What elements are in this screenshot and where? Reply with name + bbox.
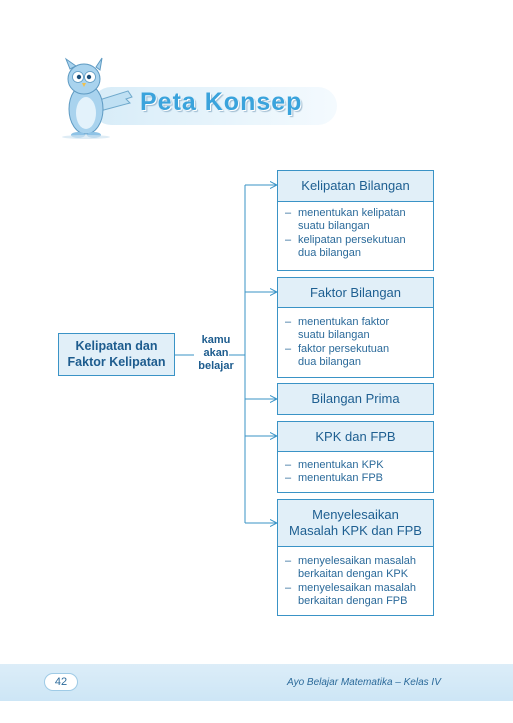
topic-title: Faktor Bilangan — [309, 285, 402, 300]
dash-marker: – — [285, 581, 292, 594]
root-line-1: Kelipatan dan — [75, 339, 158, 353]
topic-title: Bilangan Prima — [311, 391, 400, 406]
topic-header: Kelipatan Bilangan — [277, 170, 434, 202]
topic-header: Faktor Bilangan — [277, 277, 434, 308]
topic-title: Kelipatan Bilangan — [301, 178, 410, 193]
list-item: –menentukan FPB — [285, 472, 429, 485]
dash-marker: – — [285, 316, 292, 328]
connector-word: belajar — [198, 360, 234, 372]
connector-label: kamu akan belajar — [194, 334, 238, 373]
list-item: –menentukan KPK — [285, 459, 429, 472]
root-node: Kelipatan dan Faktor Kelipatan — [58, 333, 175, 376]
item-line: dua bilangan — [298, 356, 362, 369]
dash-marker: – — [285, 555, 292, 567]
footer-bar — [0, 664, 513, 701]
topic-title: Masalah KPK dan FPB — [289, 523, 422, 538]
topic-details: –menentukan KPK –menentukan FPB — [277, 451, 434, 493]
topic-title: Menyelesaikan — [312, 507, 399, 522]
item-line: berkaitan dengan FPB — [298, 595, 408, 608]
item-line: suatu bilangan — [298, 329, 370, 342]
page-title: Peta Konsep — [140, 88, 303, 116]
topic-header: KPK dan FPB — [277, 421, 434, 452]
dash-marker: – — [285, 233, 292, 246]
dash-marker: – — [285, 207, 292, 219]
item-line: menentukan KPK — [298, 459, 384, 471]
item-line: suatu bilangan — [298, 220, 370, 233]
dash-marker: – — [285, 459, 292, 471]
item-line: menentukan FPB — [298, 472, 383, 485]
connector-word: akan — [203, 347, 229, 359]
title-banner — [92, 87, 337, 125]
dash-marker: – — [285, 342, 292, 355]
item-line: kelipatan persekutuan — [298, 233, 406, 246]
topic-header: Bilangan Prima — [277, 383, 434, 415]
owl-mascot-icon — [62, 57, 133, 139]
topic-title: KPK dan FPB — [315, 429, 396, 444]
root-line-2: Faktor Kelipatan — [67, 354, 166, 369]
connector-word: kamu — [201, 334, 231, 346]
item-line: dua bilangan — [298, 247, 362, 260]
item-line: faktor persekutuan — [298, 342, 390, 355]
book-title: Ayo Belajar Matematika – Kelas IV — [287, 677, 441, 688]
item-line: menentukan faktor — [298, 316, 390, 328]
item-line: menyelesaikan masalah — [298, 581, 417, 594]
dash-marker: – — [285, 472, 292, 485]
topic-header: Menyelesaikan Masalah KPK dan FPB — [277, 499, 434, 547]
page-number: 42 — [44, 673, 78, 691]
item-line: menentukan kelipatan — [298, 207, 406, 219]
item-line: menyelesaikan masalah — [298, 555, 417, 567]
item-line: berkaitan dengan KPK — [298, 568, 409, 581]
